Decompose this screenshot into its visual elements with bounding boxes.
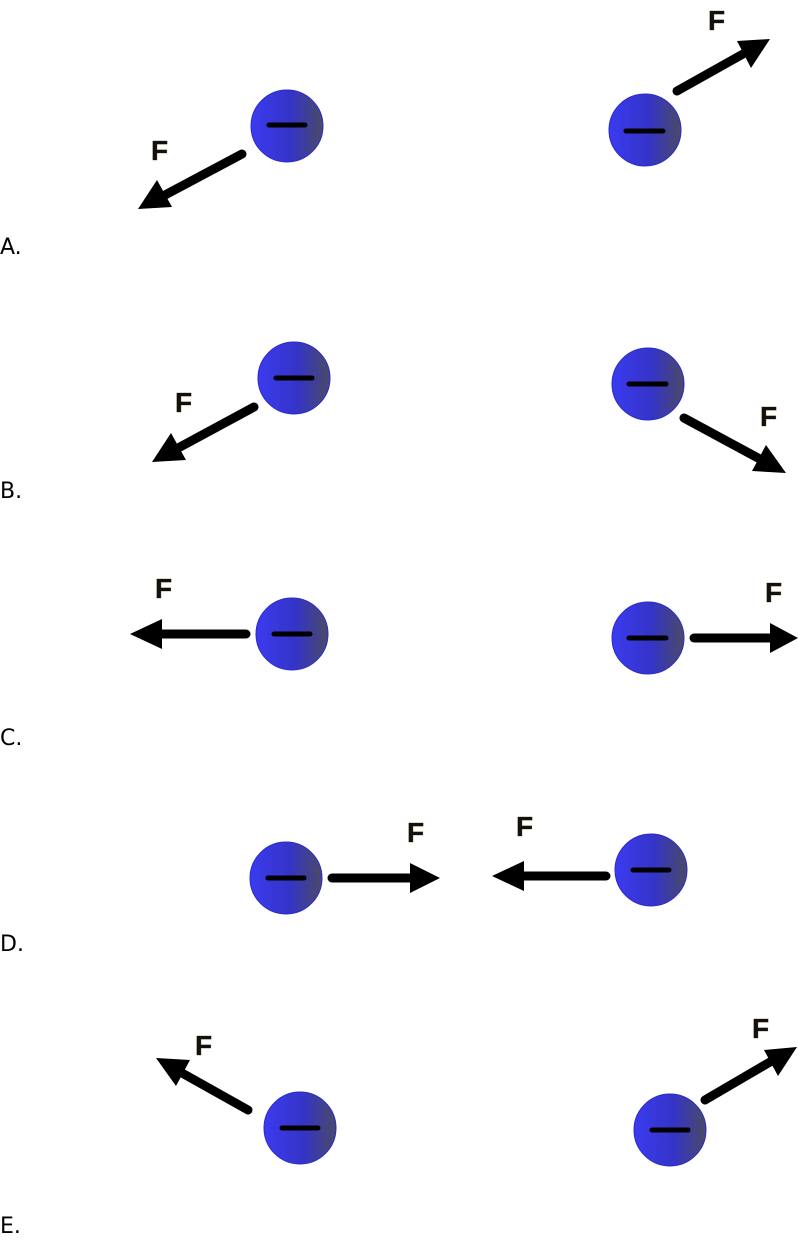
option-e-right-charge [633,1093,707,1167]
option-c: C. F F [0,573,798,751]
option-d: D. F F [0,811,688,957]
option-d-left-charge [249,841,323,915]
option-e-left-force-arrow [156,1058,253,1115]
option-e-right-force-arrow [700,1047,797,1105]
option-b-letter: B. [0,479,22,504]
option-e-left-force-label: F [195,1030,212,1061]
option-b-left-force-label: F [175,387,192,418]
option-d-left-force-arrow [327,863,440,893]
option-c-left-charge [255,597,329,671]
option-d-right-force-arrow [492,861,611,891]
option-b: B. F F [0,341,786,504]
option-e-right-force-label: F [752,1013,769,1044]
option-a-right-force-label: F [708,5,725,36]
option-c-left-force-arrow [130,619,251,649]
option-b-right-force-arrow [679,413,786,473]
option-e-left-charge [263,1091,337,1165]
option-a-right-charge [608,93,682,167]
option-a-letter: A. [0,235,22,260]
option-c-right-force-label: F [765,577,782,608]
option-a: A. F F [0,5,770,260]
option-d-right-force-label: F [516,811,533,842]
option-b-right-charge [611,347,685,421]
option-b-left-force-arrow [152,402,259,462]
option-a-left-force-arrow [138,149,247,209]
option-b-left-charge [257,341,331,415]
option-a-left-force-label: F [151,135,168,166]
option-a-right-force-arrow [672,39,770,96]
option-e: E. F F [0,1013,797,1239]
option-d-letter: D. [0,932,24,957]
option-c-right-force-arrow [689,623,798,653]
option-b-right-force-label: F [760,401,777,432]
option-c-right-charge [611,601,685,675]
option-e-letter: E. [0,1214,21,1239]
option-d-right-charge [614,833,688,907]
option-c-left-force-label: F [155,573,172,604]
option-d-left-force-label: F [407,817,424,848]
option-a-left-charge [250,89,324,163]
option-c-letter: C. [0,726,22,751]
